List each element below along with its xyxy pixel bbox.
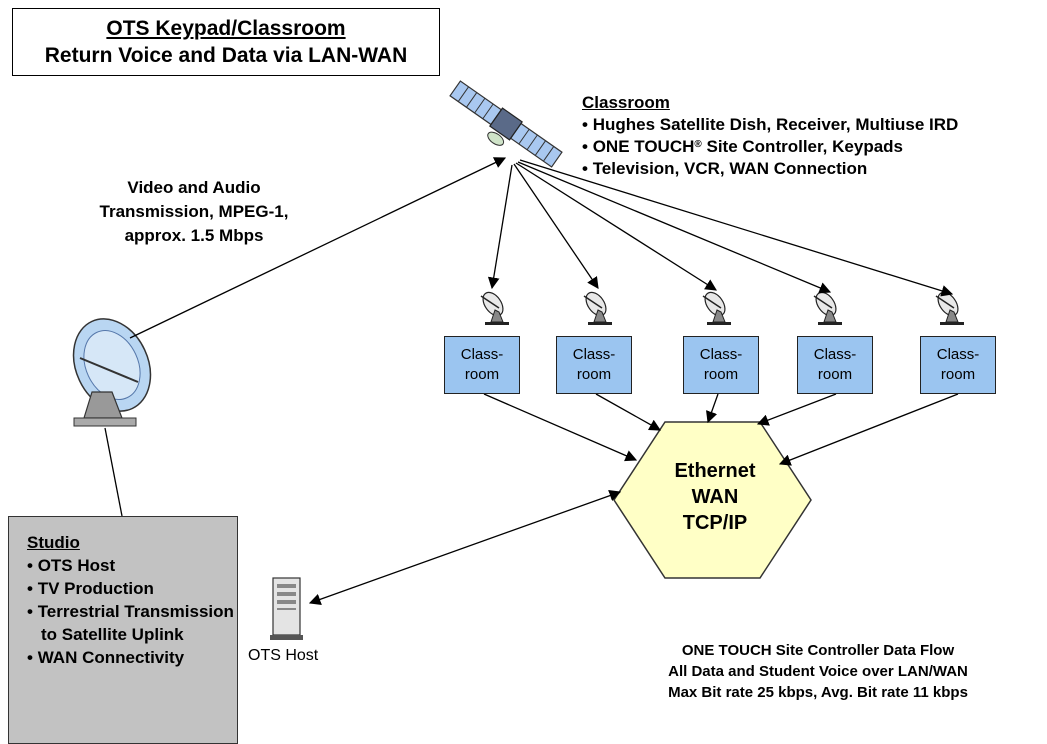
- registered-mark: ®: [694, 139, 702, 150]
- dish-studio-link: [104, 427, 123, 517]
- classroom-box: Class- room: [683, 336, 759, 394]
- wan-arrow-3: [706, 393, 719, 424]
- ethernet-label-line: Ethernet: [674, 460, 756, 482]
- studio-item: Terrestrial Transmission to Satellite Up…: [27, 600, 237, 646]
- host-wan-link: [308, 490, 622, 605]
- caption-line: ONE TOUCH Site Controller Data Flow: [681, 642, 955, 659]
- video-label-line: Video and Audio: [127, 178, 261, 197]
- downlink-arrow-5: [519, 159, 954, 297]
- video-label-line: approx. 1.5 Mbps: [124, 226, 264, 245]
- classroom-info-item-text: Site Controller, Keypads: [706, 137, 904, 156]
- classroom-dish-icon: [478, 288, 510, 326]
- downlink-arrow-4: [517, 161, 832, 294]
- classroom-label-line: room: [576, 366, 612, 383]
- classroom-box: Class- room: [556, 336, 632, 394]
- classroom-box: Class- room: [920, 336, 996, 394]
- ethernet-label-line: TCP/IP: [682, 512, 748, 534]
- downlink-arrow-3: [515, 162, 717, 291]
- classroom-info-item: Television, VCR, WAN Connection: [582, 158, 958, 180]
- caption-line: Max Bit rate 25 kbps, Avg. Bit rate 11 k…: [668, 684, 968, 701]
- wan-arrow-5: [778, 393, 959, 466]
- classroom-info-item: Hughes Satellite Dish, Receiver, Multius…: [582, 114, 959, 136]
- studio-item: WAN Connectivity: [27, 646, 237, 669]
- classroom-label-line: Class-: [813, 346, 857, 363]
- classroom-label-line: room: [703, 366, 739, 383]
- classroom-label-line: Class-: [699, 346, 743, 363]
- satellite-icon: [449, 80, 563, 168]
- classroom-info: Classroom Hughes Satellite Dish, Receive…: [582, 92, 958, 180]
- classroom-label-line: room: [464, 366, 500, 383]
- ots-host-label: OTS Host: [248, 647, 319, 664]
- classroom-info-item: ONE TOUCH® Site Controller, Keypads: [582, 136, 958, 158]
- ethernet-label-line: WAN: [691, 486, 739, 508]
- downlink-arrow-2: [513, 163, 599, 289]
- video-label-line: Transmission, MPEG-1,: [99, 202, 289, 221]
- studio-item: TV Production: [27, 577, 237, 600]
- computer-tower-icon: [270, 577, 303, 640]
- uplink-dish-icon: [72, 318, 152, 427]
- classroom-box: Class- room: [444, 336, 520, 394]
- classroom-dish-icon: [811, 288, 843, 326]
- caption-line: All Data and Student Voice over LAN/WAN: [668, 663, 968, 680]
- ethernet-wan-label: Ethernet WAN TCP/IP: [650, 458, 780, 536]
- video-transmission-label: Video and Audio Transmission, MPEG-1, ap…: [64, 176, 324, 248]
- studio-box: Studio OTS Host TV Production Terrestria…: [8, 516, 238, 744]
- classroom-info-heading: Classroom: [582, 93, 670, 112]
- data-flow-caption: ONE TOUCH Site Controller Data Flow All …: [598, 640, 1038, 703]
- wan-arrow-2: [595, 393, 662, 431]
- title-box: OTS Keypad/Classroom Return Voice and Da…: [12, 8, 440, 76]
- classroom-label-line: Class-: [936, 346, 980, 363]
- title-line-1: OTS Keypad/Classroom: [106, 17, 346, 40]
- classroom-dish-icon: [581, 288, 613, 326]
- downlink-arrow-1: [487, 164, 513, 290]
- wan-arrow-4: [756, 393, 837, 426]
- studio-item: OTS Host: [27, 554, 237, 577]
- classroom-dish-icon: [933, 288, 965, 326]
- wan-arrow-1: [483, 393, 638, 462]
- classroom-label-line: Class-: [572, 346, 616, 363]
- classroom-label-line: Class-: [460, 346, 504, 363]
- title-line-2: Return Voice and Data via LAN-WAN: [44, 44, 408, 67]
- classroom-box: Class- room: [797, 336, 873, 394]
- classroom-dish-icon: [700, 288, 732, 326]
- classroom-label-line: room: [817, 366, 853, 383]
- brand-name: ONE TOUCH: [592, 137, 695, 156]
- studio-heading: Studio: [27, 533, 80, 552]
- classroom-label-line: room: [940, 366, 976, 383]
- uplink-link: [129, 157, 507, 339]
